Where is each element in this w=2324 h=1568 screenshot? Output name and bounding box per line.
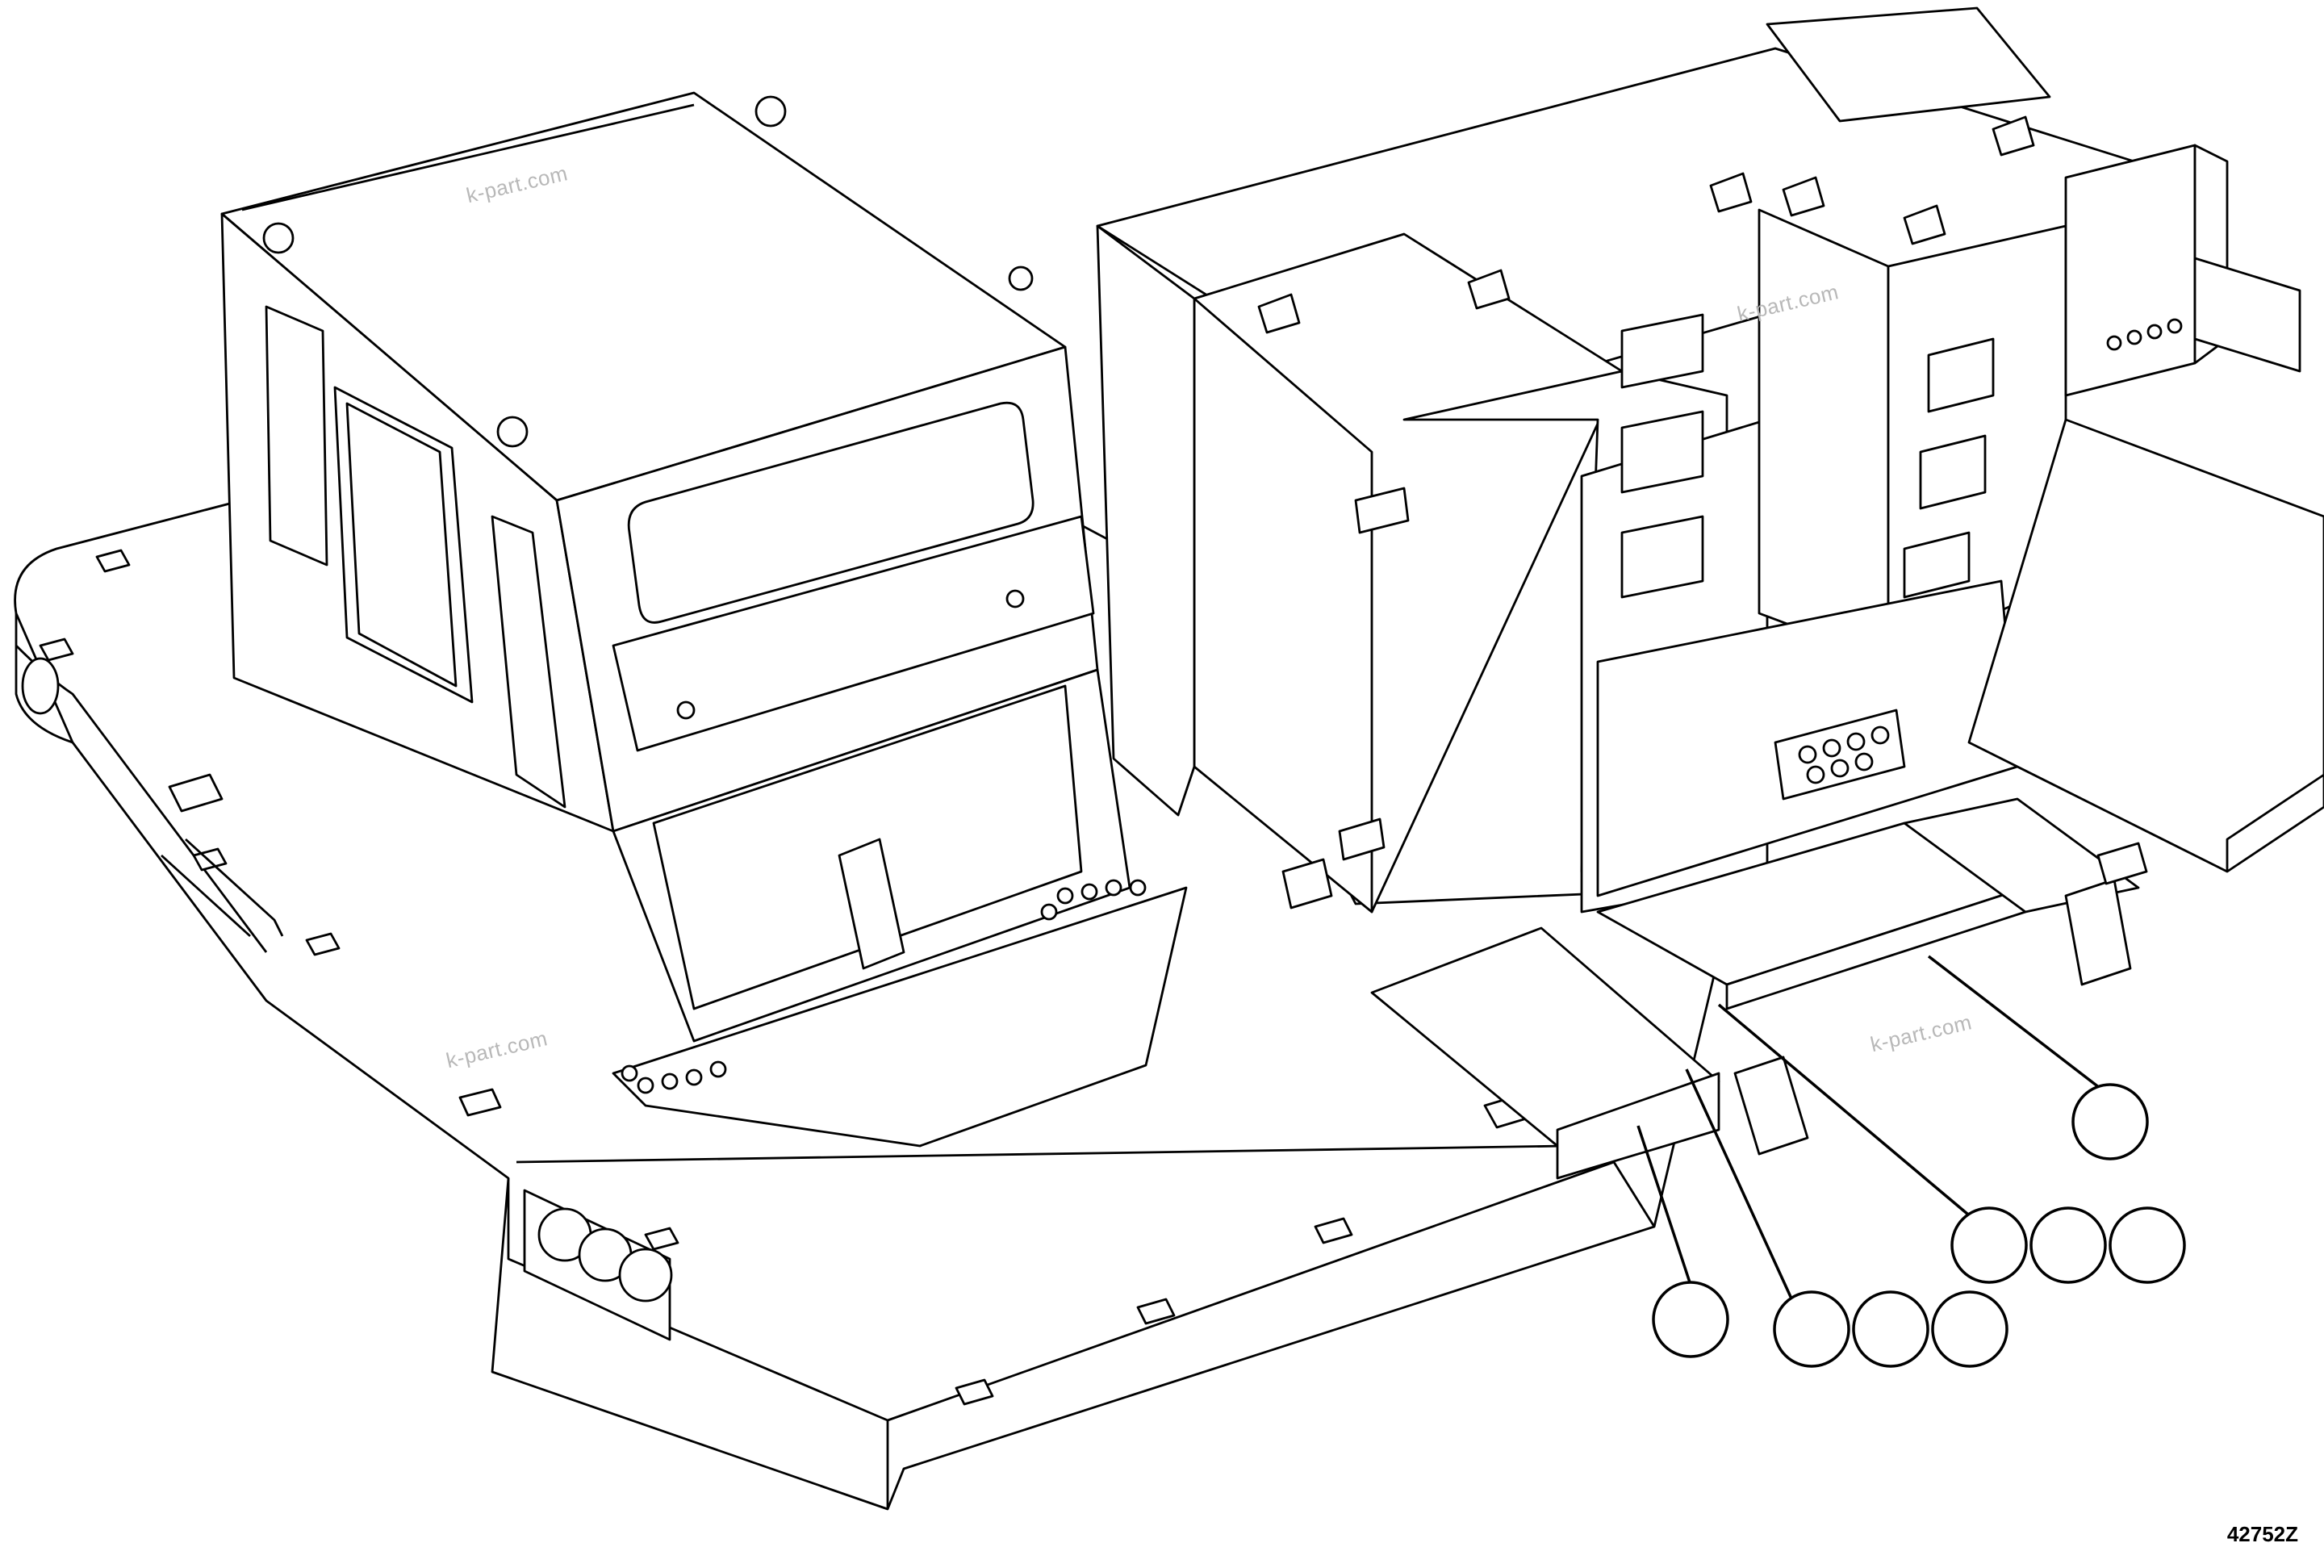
callout-bubble	[2029, 1206, 2107, 1284]
callout-bubble	[1652, 1281, 1729, 1358]
callout-bubble	[1931, 1290, 2008, 1368]
callout-leaders	[1636, 955, 2112, 1308]
callout-bubbles	[1652, 1083, 2186, 1368]
rear-deck-extension	[1967, 257, 2324, 873]
callout-bubble	[2109, 1206, 2186, 1284]
side-deck-plates	[1281, 797, 2148, 1180]
callout-bubble	[1950, 1206, 2028, 1284]
callout-bubble	[1773, 1290, 1850, 1368]
vent-grilles	[1620, 313, 1995, 599]
callout-bubble	[2071, 1083, 2149, 1160]
port-holes	[1798, 318, 2183, 784]
cab-mount-bolts	[621, 879, 1147, 1094]
figure-number: 42752Z	[2226, 1522, 2298, 1546]
callout-bubble	[1852, 1290, 1929, 1368]
engine-module	[1096, 6, 2229, 914]
operator-cab	[220, 91, 1188, 1148]
